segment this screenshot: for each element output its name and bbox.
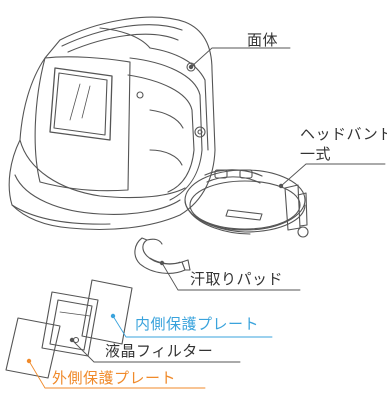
headband-leader — [280, 163, 386, 187]
helmet-shell-drawing — [8, 16, 216, 231]
inner-plate-leader — [112, 315, 273, 338]
outer-plate-label: 外側保護プレート — [52, 369, 177, 387]
filter-label: 液晶フィルター — [105, 342, 214, 360]
sweatband-label: 汗取りパッド — [190, 270, 284, 288]
leader-lines — [26, 47, 386, 389]
shell-leader — [190, 47, 291, 68]
inner-plate-label: 内側保護プレート — [135, 315, 260, 333]
shell-label: 面体 — [247, 31, 279, 49]
filter-leader — [71, 339, 241, 363]
headband-label-line2: 一式 — [300, 145, 332, 163]
outer-plate-leader — [28, 360, 206, 389]
headband-drawing — [184, 169, 309, 238]
plates-drawing — [5, 279, 133, 379]
headband-label-line1: ヘッドバンド — [300, 125, 387, 143]
sweatband-leader — [161, 262, 301, 291]
sweatband-drawing — [134, 237, 191, 274]
